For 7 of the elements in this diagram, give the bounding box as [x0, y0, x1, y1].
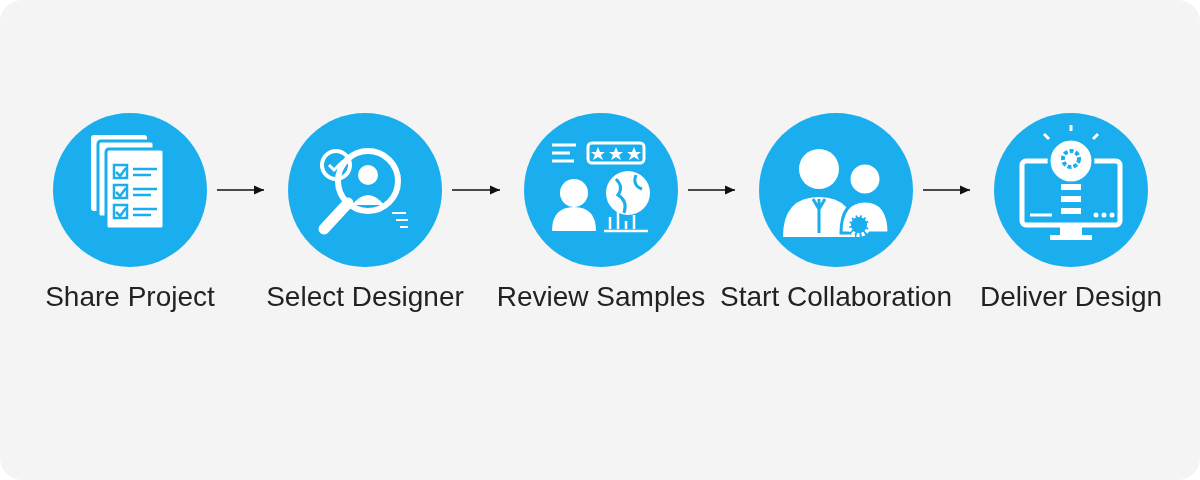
arrow [687, 185, 736, 195]
step-label: Share Project [44, 280, 216, 314]
step-label: Start Collaboration [719, 280, 953, 314]
arrow [451, 185, 501, 195]
arrow [216, 185, 265, 195]
step-label: Select Designer [265, 280, 465, 314]
arrow [922, 185, 971, 195]
